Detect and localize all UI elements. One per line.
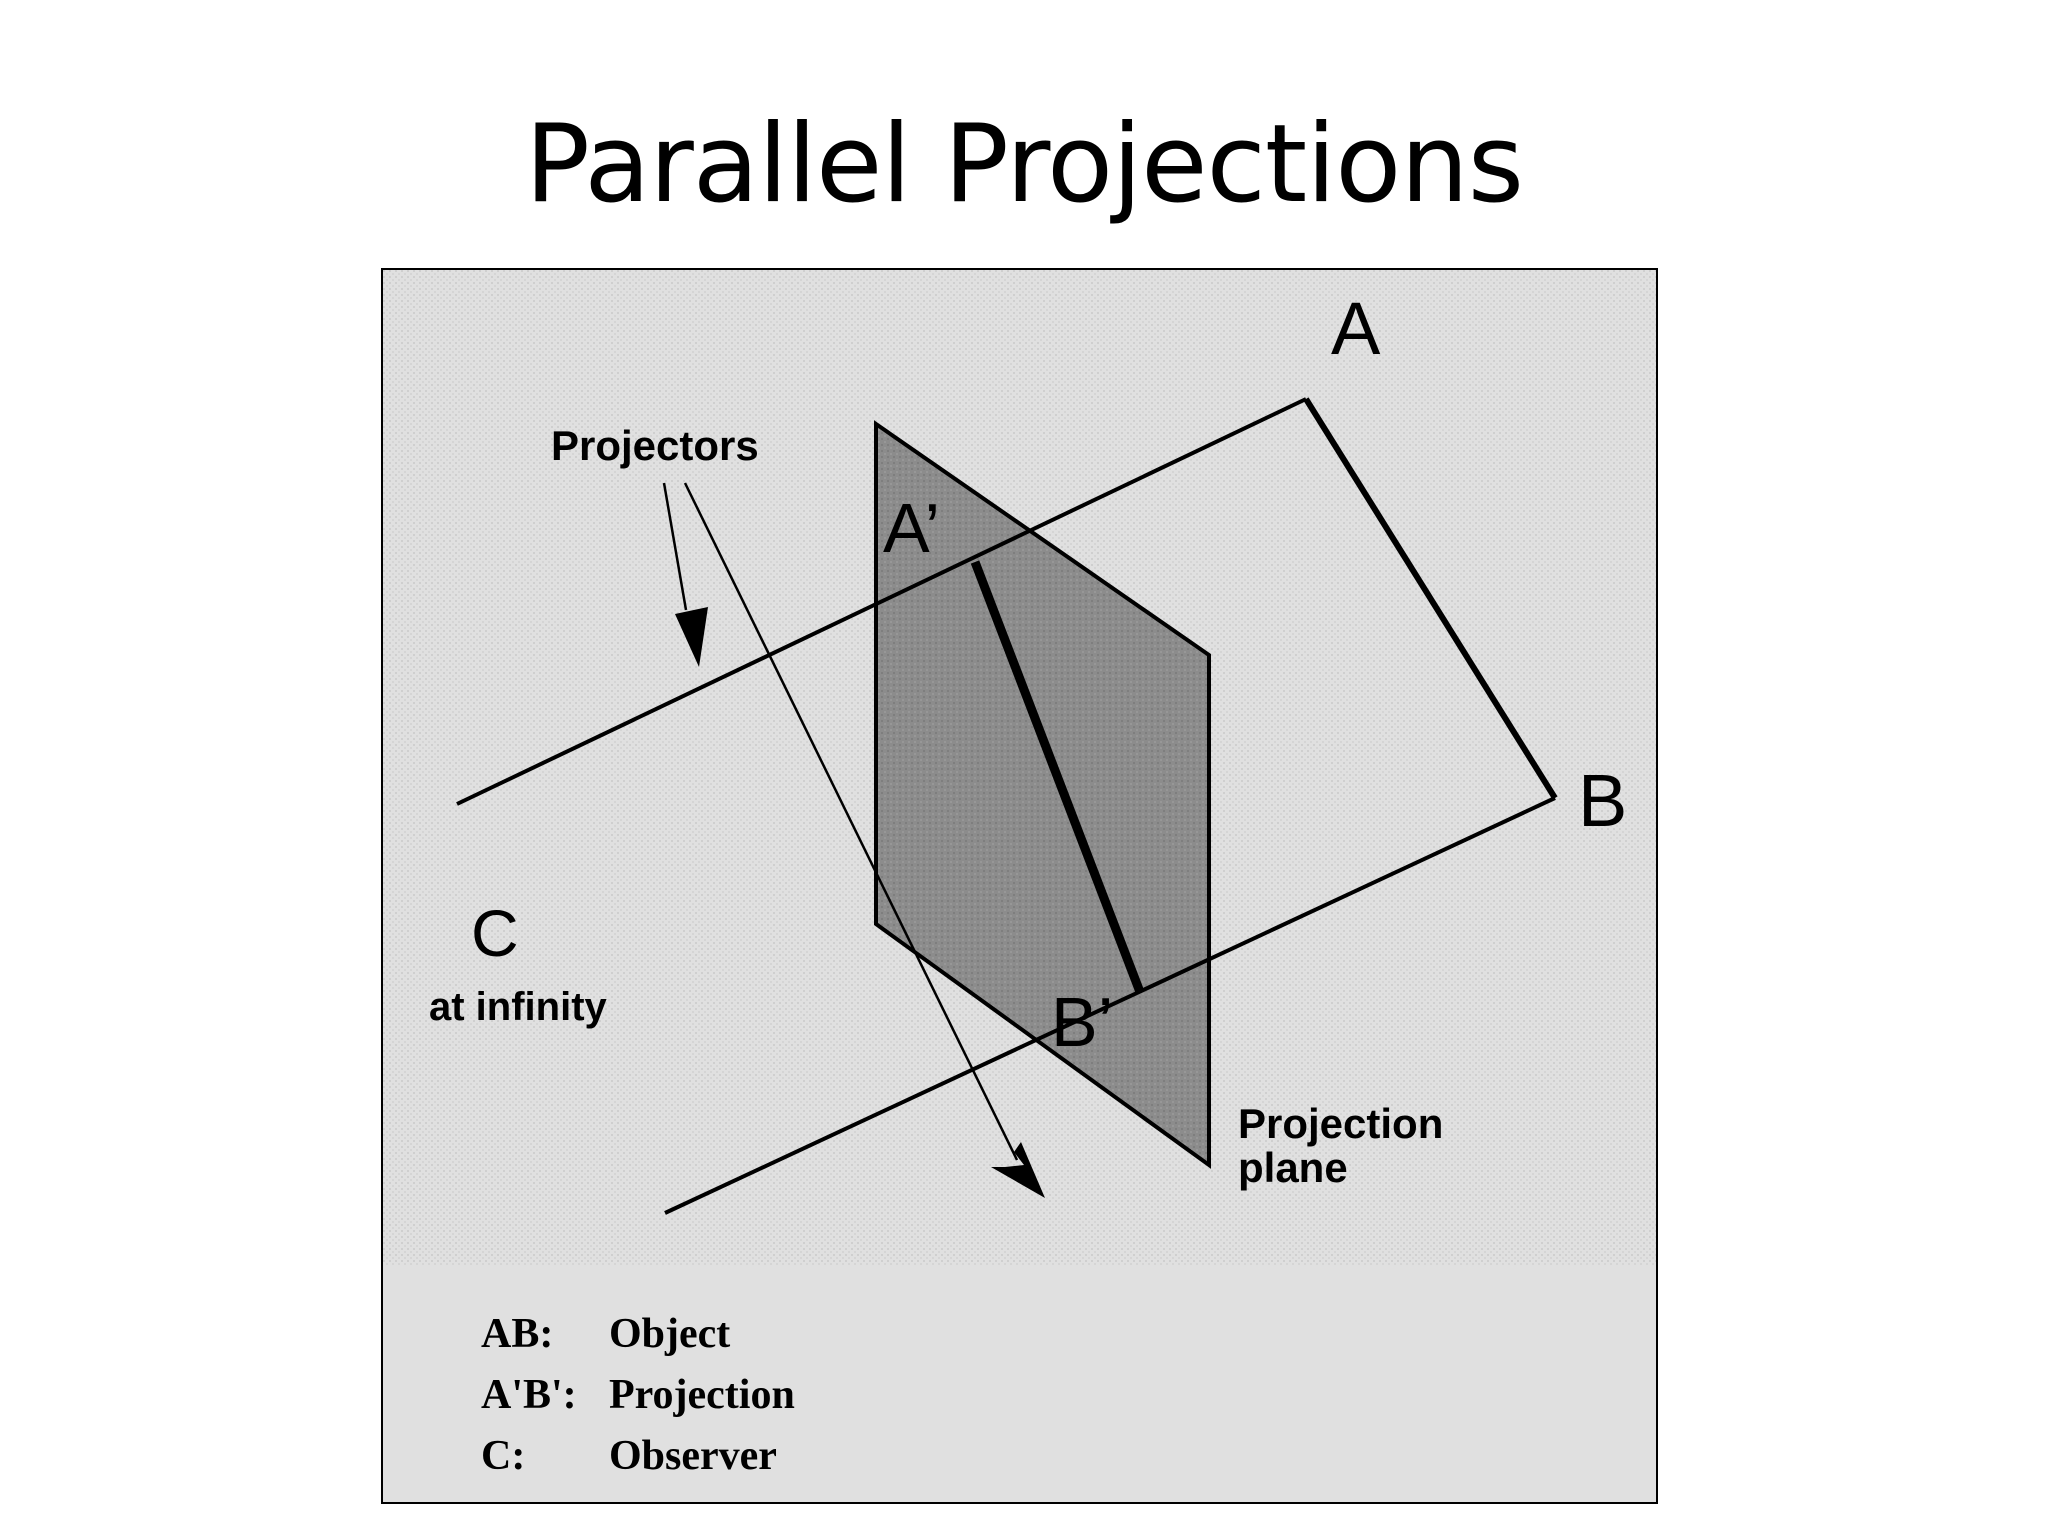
label-observer-caption: at infinity (429, 985, 608, 1029)
lower-projector-line (664, 796, 1556, 1215)
projection-plane (874, 420, 1211, 1169)
label-point-a-prime: A’ (883, 489, 940, 567)
legend-value: Object (609, 1311, 731, 1357)
legend: AB: Object A'B': Projection C: Observer (481, 1304, 795, 1487)
legend-row-object: AB: Object (481, 1304, 795, 1365)
label-projection-plane-line2: plane (1238, 1144, 1348, 1191)
label-point-b-prime: B’ (1051, 983, 1113, 1061)
legend-row-observer: C: Observer (481, 1426, 795, 1487)
upper-projector-line (456, 397, 1307, 806)
label-observer-letter: C (471, 896, 519, 970)
label-projectors: Projectors (551, 422, 759, 469)
legend-key: C: (481, 1433, 526, 1479)
legend-key: AB: (481, 1311, 554, 1357)
object-segment-ab (1303, 397, 1558, 800)
label-point-a: A (1331, 287, 1381, 370)
projectors-arrowhead-1 (675, 607, 708, 667)
legend-value: Projection (609, 1372, 795, 1418)
label-point-b: B (1578, 759, 1627, 842)
legend-key: A'B': (481, 1372, 577, 1418)
projection-segment-a-prime-b-prime (970, 560, 1145, 994)
label-projection-plane-line1: Projection (1238, 1100, 1443, 1147)
legend-row-projection: A'B': Projection (481, 1365, 795, 1426)
projectors-pointer-line-2 (683, 482, 1019, 1161)
slide-title: Parallel Projections (524, 102, 1524, 227)
projection-diagram: A B A’ B’ Projectors C at infinity Proje… (381, 268, 1658, 1504)
legend-value: Observer (609, 1433, 777, 1479)
projectors-pointer-line-1 (662, 482, 688, 611)
projectors-arrowhead-2 (991, 1142, 1045, 1198)
legend-area-background (383, 1266, 1656, 1502)
diagram-canvas: A B A’ B’ Projectors C at infinity Proje… (383, 270, 1656, 1502)
